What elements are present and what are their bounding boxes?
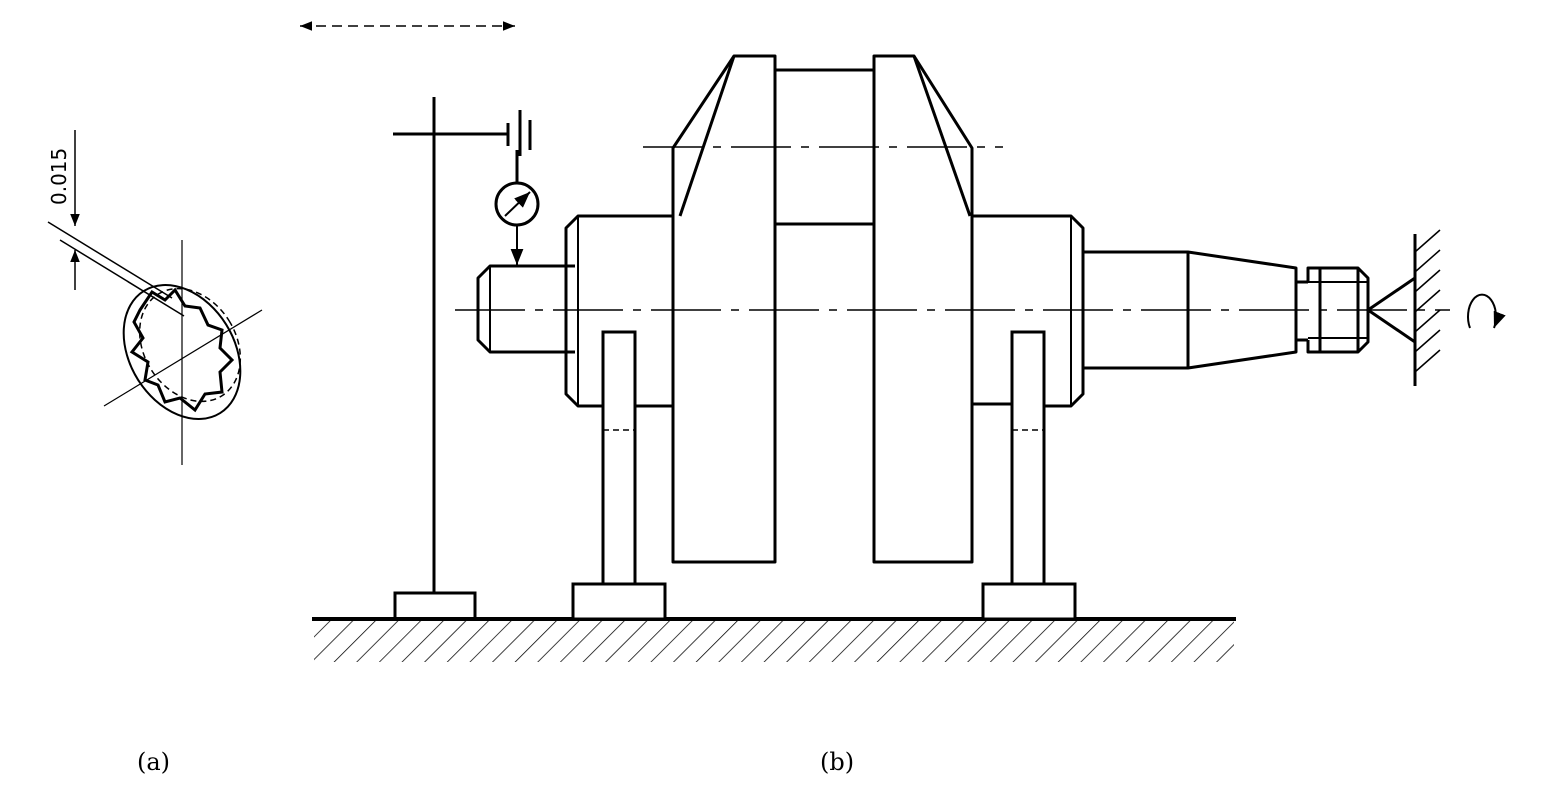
crank-web-left [671, 54, 777, 564]
crankshaft [476, 54, 1370, 564]
front-journal [476, 264, 575, 354]
support-right [981, 330, 1077, 621]
measured-profile [129, 287, 235, 413]
support-left [571, 330, 667, 621]
extension-line-1 [59, 239, 185, 317]
main-journal-right [972, 214, 1085, 408]
outer-profile [122, 284, 242, 420]
diagonal-center-line [103, 309, 263, 407]
extension-line-2 [47, 221, 173, 299]
label-a: (a) [137, 748, 171, 776]
stand-base [393, 591, 477, 621]
center-support [1365, 229, 1441, 386]
indicator-stand [393, 97, 540, 621]
cross-section-a [47, 130, 263, 465]
crank-web-right [872, 54, 974, 564]
rotation-arrow-icon [1467, 293, 1506, 329]
label-b: (b) [820, 748, 855, 776]
ground [312, 617, 1236, 662]
dimension-text: 0.015 [47, 148, 71, 205]
main-journal-left [564, 214, 673, 408]
